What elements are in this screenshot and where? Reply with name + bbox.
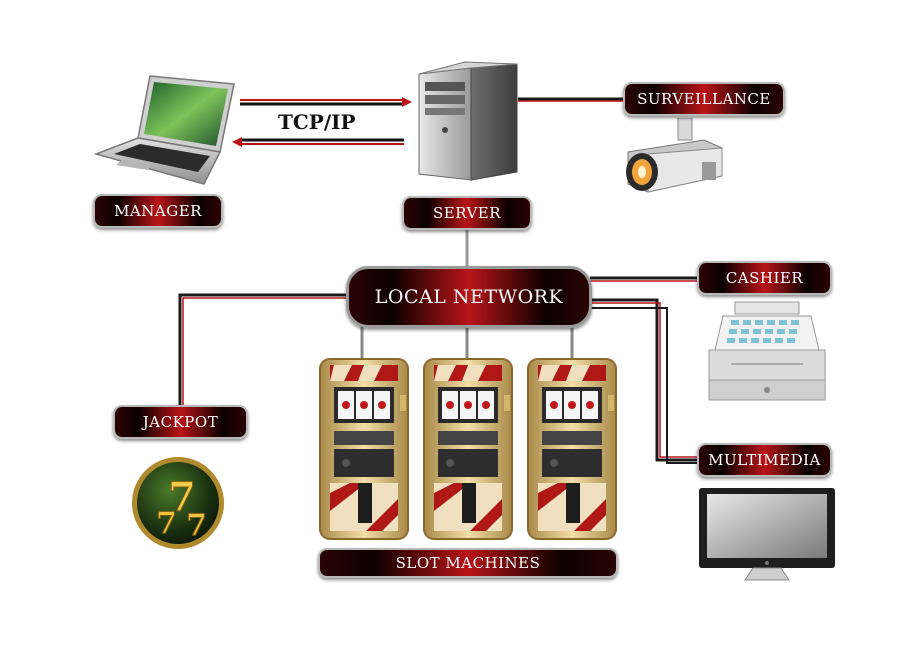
jackpot-777-coin-icon: 7 7 7 xyxy=(132,457,224,549)
surveillance-label: SURVEILLANCE xyxy=(623,82,785,116)
multimedia-label: MULTIMEDIA xyxy=(697,443,832,477)
cash-register-icon xyxy=(708,301,826,401)
server-tower-icon xyxy=(418,61,518,181)
slot-machines-icon xyxy=(319,358,617,540)
security-camera-icon xyxy=(626,118,723,193)
svg-text:7: 7 xyxy=(156,506,177,541)
svg-text:7: 7 xyxy=(168,474,196,521)
server-label: SERVER xyxy=(402,196,532,230)
jackpot-label: JACKPOT xyxy=(113,405,248,439)
laptop-icon xyxy=(93,75,235,185)
svg-text:7: 7 xyxy=(186,508,207,543)
slot-machines-label: SLOT MACHINES xyxy=(318,548,618,578)
tcp-ip-label: TCP/IP xyxy=(278,110,356,134)
local-network-hub: LOCAL NETWORK xyxy=(346,266,592,328)
cashier-label: CASHIER xyxy=(697,261,832,295)
manager-label: MANAGER xyxy=(93,194,223,228)
tv-monitor-icon xyxy=(699,488,835,581)
